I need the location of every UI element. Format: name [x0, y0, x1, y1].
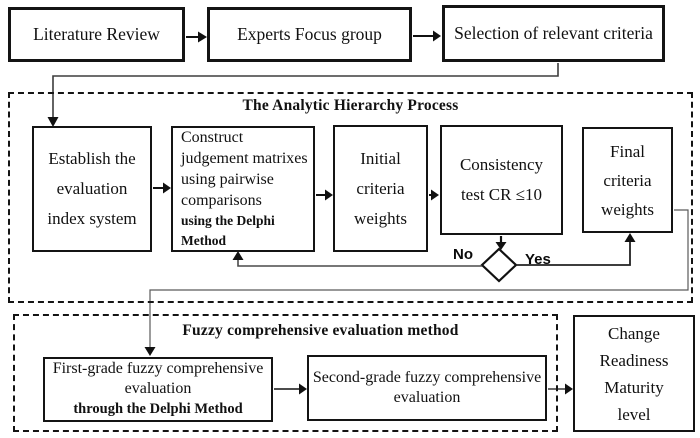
change-line: Change: [608, 323, 660, 343]
final-weights-line: weights: [601, 199, 654, 219]
final-weights-line: Final: [610, 141, 645, 161]
construct-matrixes-box: Construct judgement matrixes using pairw…: [171, 126, 315, 252]
literature-review-label: Literature Review: [33, 24, 160, 44]
construct-line: judgement matrixes: [181, 150, 308, 167]
arrow-literature-to-experts-icon: [186, 31, 207, 43]
initial-weights-line: criteria: [356, 178, 405, 198]
consistency-test-box: Consistency test CR ≤10: [440, 125, 563, 235]
initial-weights-line: weights: [354, 208, 407, 228]
final-weights-box: Final criteria weights: [582, 127, 673, 233]
selection-criteria-label: Selection of relevant criteria: [454, 23, 653, 43]
selection-criteria-box: Selection of relevant criteria: [442, 5, 665, 62]
second-grade-evaluation-box: Second-grade fuzzy comprehensive evaluat…: [307, 355, 547, 421]
final-weights-line: criteria: [603, 170, 652, 190]
initial-weights-line: Initial: [360, 148, 401, 168]
change-line: Maturity: [604, 377, 664, 397]
decision-yes-label: Yes: [525, 251, 551, 268]
ahp-section-container: [8, 92, 693, 303]
experts-focus-group-box: Experts Focus group: [207, 7, 412, 62]
literature-review-box: Literature Review: [8, 7, 185, 62]
second-grade-line: evaluation: [393, 389, 461, 406]
first-grade-evaluation-box: First-grade fuzzy comprehensive evaluati…: [43, 357, 273, 422]
change-readiness-box: Change Readiness Maturity level: [573, 315, 695, 432]
construct-line: comparisons: [181, 192, 262, 209]
fuzzy-section-title: Fuzzy comprehensive evaluation method: [182, 322, 459, 339]
consistency-line: test CR ≤10: [460, 185, 543, 204]
establish-line: Establish the: [48, 149, 136, 168]
second-grade-line: Second-grade fuzzy comprehensive: [312, 369, 542, 386]
arrow-experts-to-selection-icon: [413, 30, 441, 42]
consistency-line: Consistency: [459, 155, 544, 174]
initial-weights-box: Initial criteria weights: [333, 125, 428, 252]
first-grade-line: First-grade fuzzy comprehensive: [52, 360, 264, 377]
establish-line: index system: [47, 209, 137, 228]
change-line: level: [617, 404, 651, 424]
ahp-section-title: The Analytic Hierarchy Process: [242, 97, 459, 114]
first-grade-line: evaluation: [124, 380, 192, 397]
experts-focus-group-label: Experts Focus group: [237, 24, 382, 44]
fuzzy-section-container: [13, 314, 558, 432]
construct-line: Construct: [181, 129, 244, 146]
first-grade-delphi-note: through the Delphi Method: [73, 401, 243, 417]
construct-delphi-note: using the Delphi Method: [181, 213, 275, 248]
construct-line: using pairwise: [181, 171, 274, 188]
establish-index-box: Establish the evaluation index system: [32, 126, 152, 252]
change-line: Readiness: [599, 350, 669, 370]
establish-line: evaluation: [56, 179, 128, 198]
decision-no-label: No: [453, 246, 473, 263]
